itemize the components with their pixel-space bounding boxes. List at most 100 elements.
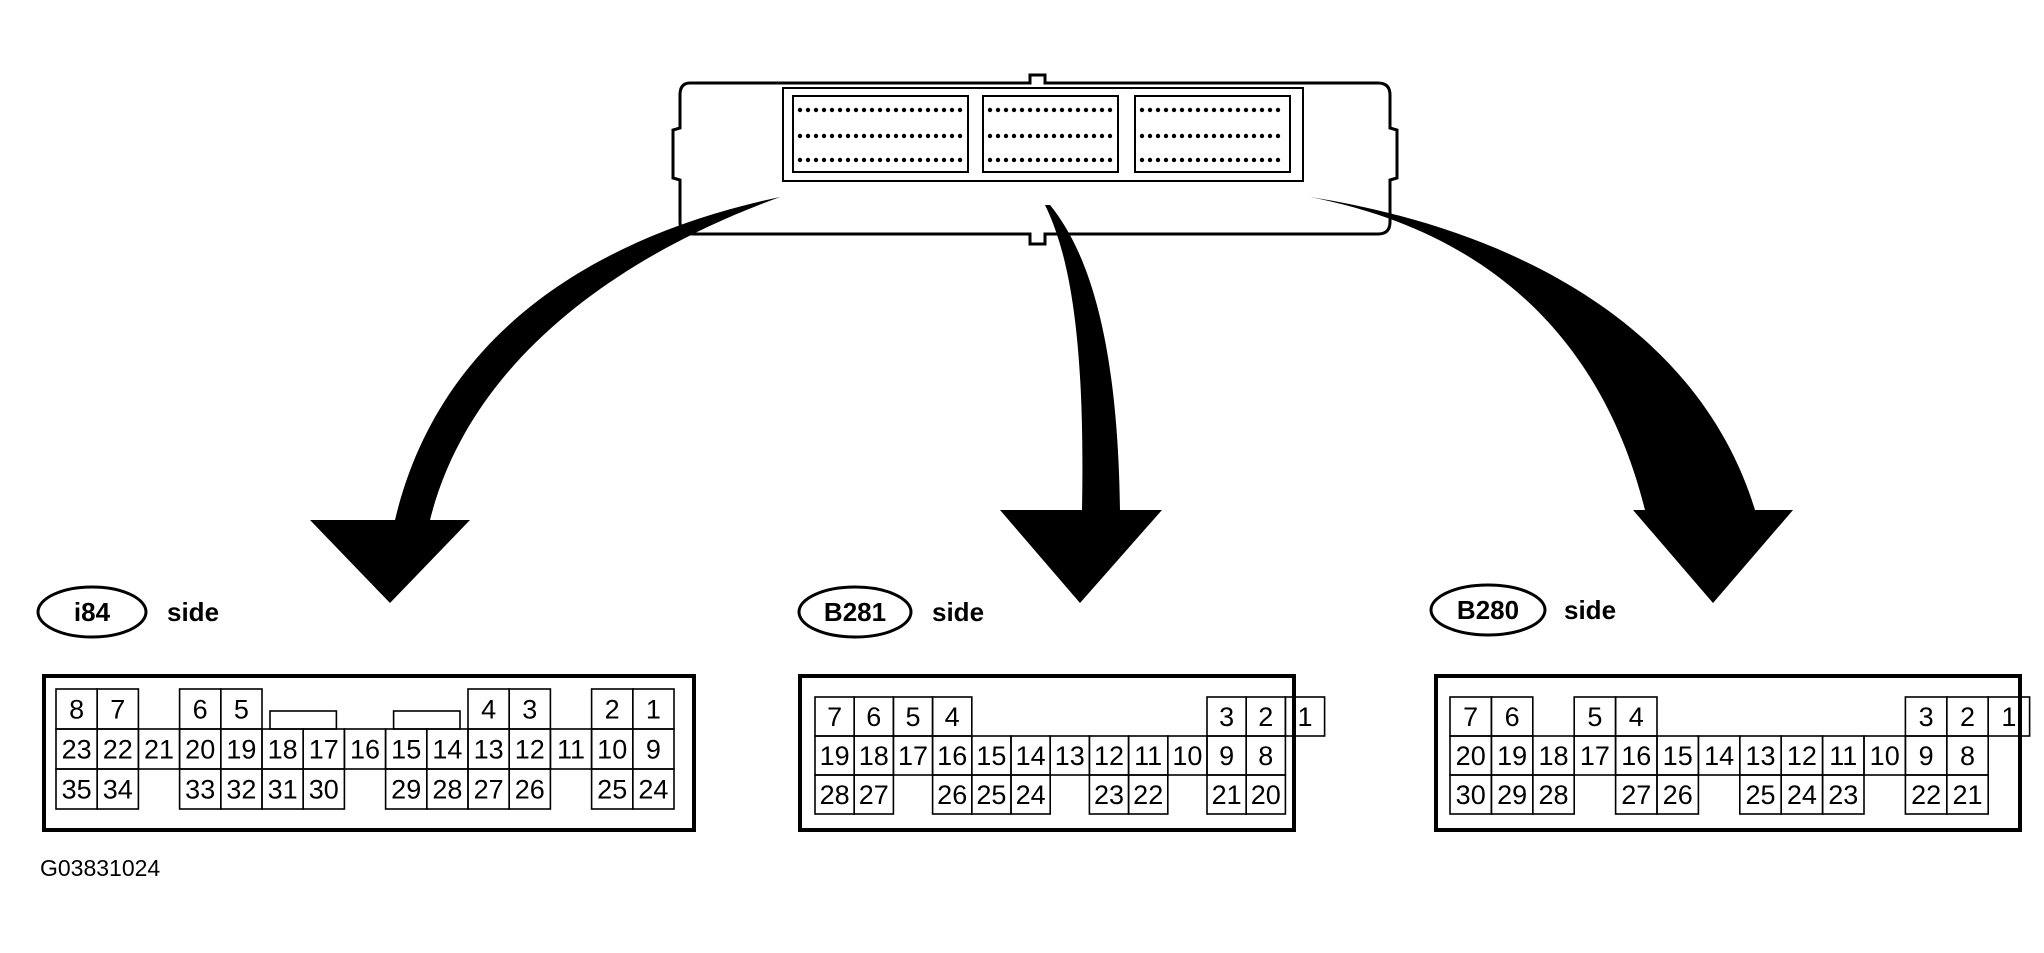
- control-unit: [671, 73, 1399, 246]
- unit-pin-dot: [917, 157, 923, 163]
- unit-pin-dot: [1147, 133, 1153, 139]
- unit-pin-dot: [861, 133, 867, 139]
- pin-number: 15: [976, 741, 1006, 771]
- pin-number: 13: [1745, 741, 1775, 771]
- unit-pin-dot: [1275, 107, 1281, 113]
- pin-number: 34: [103, 775, 133, 805]
- unit-pin-dot: [1171, 107, 1177, 113]
- unit-pin-dot: [1195, 133, 1201, 139]
- pin-cell: [1821, 774, 1865, 815]
- pin-number: 16: [937, 741, 967, 771]
- unit-pin-dot: [1219, 107, 1225, 113]
- arrow-to-B280: [1310, 197, 1793, 603]
- pin-number: 17: [309, 735, 339, 765]
- unit-pin-dot: [1027, 133, 1033, 139]
- unit-pin-dot: [1187, 133, 1193, 139]
- pin-number: 32: [226, 775, 256, 805]
- unit-pin-dot: [1035, 107, 1041, 113]
- unit-pin-dot: [853, 157, 859, 163]
- figure-code: G03831024: [40, 855, 161, 881]
- unit-pin-dot: [861, 157, 867, 163]
- unit-pin-dot: [821, 157, 827, 163]
- unit-pin-dot: [885, 133, 891, 139]
- pin-number: 9: [1219, 741, 1234, 771]
- pin-number: 1: [646, 695, 661, 725]
- unit-pin-dot: [1139, 157, 1145, 163]
- unit-pin-dot: [1155, 133, 1161, 139]
- pin-cell: [1987, 696, 2031, 737]
- pin-number: 8: [1960, 741, 1975, 771]
- pin-number: 23: [1094, 780, 1124, 810]
- pin-number: 17: [898, 741, 928, 771]
- pin-cell: [508, 768, 552, 810]
- pin-number: 12: [1787, 741, 1817, 771]
- unit-pin-dot: [1003, 107, 1009, 113]
- unit-pin-dot: [1227, 157, 1233, 163]
- unit-pin-dot: [1035, 157, 1041, 163]
- unit-pin-dot: [941, 107, 947, 113]
- pin-number: 6: [193, 695, 208, 725]
- unit-pin-dot: [1075, 133, 1081, 139]
- unit-pin-dot: [1187, 107, 1193, 113]
- pin-number: 24: [1016, 780, 1046, 810]
- unit-pin-dot: [1051, 107, 1057, 113]
- unit-pin-dot: [805, 133, 811, 139]
- unit-pin-dot: [925, 107, 931, 113]
- pin-number: 14: [1016, 741, 1046, 771]
- unit-pin-dot: [1155, 157, 1161, 163]
- pin-number: 11: [1134, 741, 1162, 771]
- unit-pin-dot: [987, 107, 993, 113]
- unit-pin-dot: [1155, 107, 1161, 113]
- unit-pin-dot: [1083, 157, 1089, 163]
- pin-number: 14: [1704, 741, 1734, 771]
- unit-pin-dot: [1011, 133, 1017, 139]
- unit-pin-dot: [805, 107, 811, 113]
- pin-number: 12: [515, 735, 545, 765]
- pin-cell: [96, 768, 140, 810]
- unit-pin-dot: [1267, 107, 1273, 113]
- unit-pin-dot: [893, 133, 899, 139]
- unit-pin-dot: [1083, 107, 1089, 113]
- unit-pin-dot: [1051, 157, 1057, 163]
- unit-pin-dot: [821, 107, 827, 113]
- pin-cell: [1010, 774, 1052, 815]
- unit-pin-dot: [941, 157, 947, 163]
- unit-pin-dot: [1251, 107, 1257, 113]
- unit-pin-dot: [1059, 133, 1065, 139]
- unit-pin-dot: [829, 133, 835, 139]
- connector-frame: [1434, 674, 2022, 832]
- pin-number: 9: [646, 735, 661, 765]
- unit-pin-dot: [1083, 133, 1089, 139]
- pin-number: 1: [2001, 702, 2016, 732]
- pin-number: 10: [597, 735, 627, 765]
- unit-pin-dot: [1147, 157, 1153, 163]
- pin-number: 7: [827, 702, 842, 732]
- pin-number: 4: [1629, 702, 1644, 732]
- pin-number: 18: [268, 735, 298, 765]
- unit-pin-dot: [1251, 133, 1257, 139]
- unit-pin-dot: [877, 133, 883, 139]
- pin-number: 19: [226, 735, 256, 765]
- unit-pin-dot: [869, 133, 875, 139]
- unit-pin-dot: [1011, 157, 1017, 163]
- pin-number: 22: [1133, 780, 1163, 810]
- unit-pin-dot: [1179, 107, 1185, 113]
- pin-number: 27: [1621, 780, 1651, 810]
- unit-pin-dot: [877, 107, 883, 113]
- pin-number: 23: [1828, 780, 1858, 810]
- unit-pin-dot: [1235, 107, 1241, 113]
- unit-socket-left: [792, 95, 969, 173]
- unit-pin-dot: [1011, 107, 1017, 113]
- pin-cell: [1946, 774, 1990, 815]
- unit-pin-dot: [917, 107, 923, 113]
- pin-cell: [1127, 774, 1169, 815]
- unit-pin-dot: [917, 133, 923, 139]
- unit-pin-dot: [1195, 157, 1201, 163]
- pin-number: 28: [820, 780, 850, 810]
- pin-number: 24: [638, 775, 668, 805]
- pin-number: 28: [1538, 780, 1568, 810]
- unit-pin-dot: [829, 157, 835, 163]
- unit-pin-dot: [909, 133, 915, 139]
